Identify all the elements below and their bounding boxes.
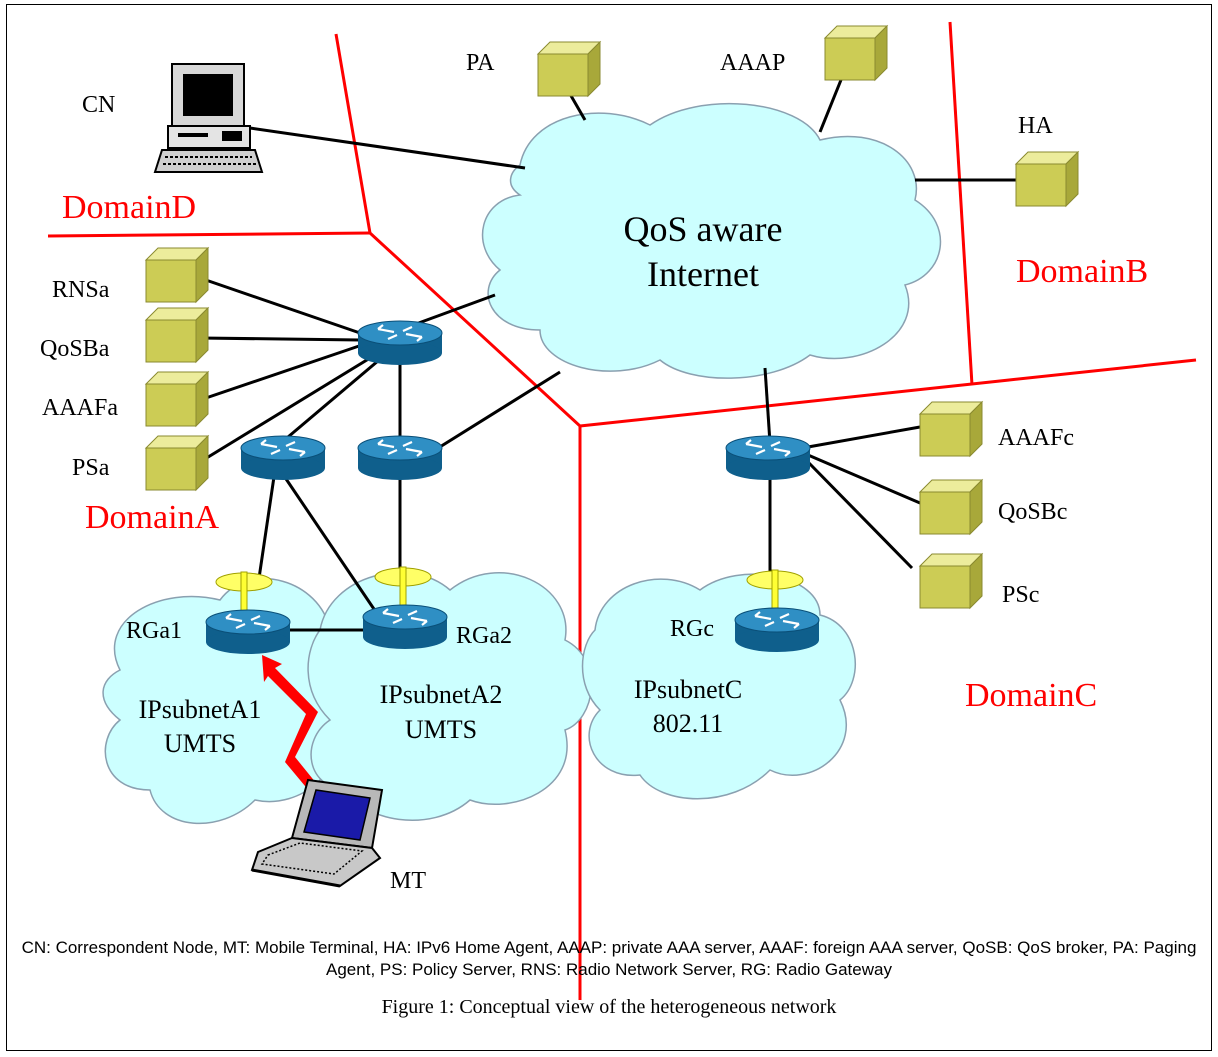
label-qosba: QoSBa [40,336,110,362]
label-domain-d: DomainD [62,189,196,226]
server-aaafa [145,371,209,427]
figure-caption: Figure 1: Conceptual view of the heterog… [381,996,837,1018]
label-subnet-a1-line1: IPsubnetA1 [139,695,262,724]
label-ha: HA [1018,113,1053,139]
router-rga1 [204,608,292,656]
router-edge-a2 [356,434,444,482]
label-rnsa: RNSa [52,277,110,303]
domain-border-bc [579,358,1197,428]
label-rgc: RGc [670,616,714,642]
internet-label-line2: Internet [647,254,759,294]
label-rga1: RGa1 [126,618,182,644]
server-aaafc [919,401,983,457]
server-qosbc [919,479,983,535]
internet-label-line1: QoS aware [624,209,783,249]
router-rgc [733,606,821,654]
label-subnet-c-line1: IPsubnetC [634,675,742,704]
label-pa: PA [466,50,495,76]
server-psc [919,553,983,609]
server-pa [537,41,601,97]
label-subnet-c-line2: 802.11 [653,709,724,738]
label-subnet-a2-line1: IPsubnetA2 [380,680,503,709]
label-qosbc: QoSBc [998,499,1067,525]
legend-text: CN: Correspondent Node, MT: Mobile Termi… [21,938,1197,979]
router-rga2 [361,603,449,651]
computer-icon [153,63,264,173]
figure-frame [6,4,1212,1051]
label-domain-b: DomainB [1016,253,1148,290]
label-aaafa: AAAFa [42,395,118,421]
server-rnsa [145,247,209,303]
router-core-a [356,319,444,367]
label-subnet-a1-line2: UMTS [164,729,236,758]
router-domain-c [724,434,812,482]
server-aaap [824,25,888,81]
laptop-icon [250,778,384,888]
label-subnet-a2-line2: UMTS [405,715,477,744]
domain-border-b [948,21,974,386]
router-edge-a1 [239,434,327,482]
label-aaap: AAAP [720,50,785,76]
server-qosba [145,307,209,363]
label-rga2: RGa2 [456,623,512,649]
server-psa [145,435,209,491]
wireless-link [262,655,350,828]
label-mt: MT [390,868,426,894]
label-aaafc: AAAFc [998,425,1074,451]
label-domain-c: DomainC [965,677,1097,714]
label-domain-a: DomainA [85,499,220,536]
node-labels: CN PA AAAP HA QoS aware Internet RNSa Qo… [40,50,1074,894]
domain-labels: DomainD DomainB DomainA DomainC [62,189,1148,714]
server-ha [1015,151,1079,207]
label-cn: CN [82,92,115,118]
internet-cloud [481,102,942,379]
domain-border-d [47,231,371,238]
label-psc: PSc [1002,582,1039,608]
label-psa: PSa [72,455,110,481]
